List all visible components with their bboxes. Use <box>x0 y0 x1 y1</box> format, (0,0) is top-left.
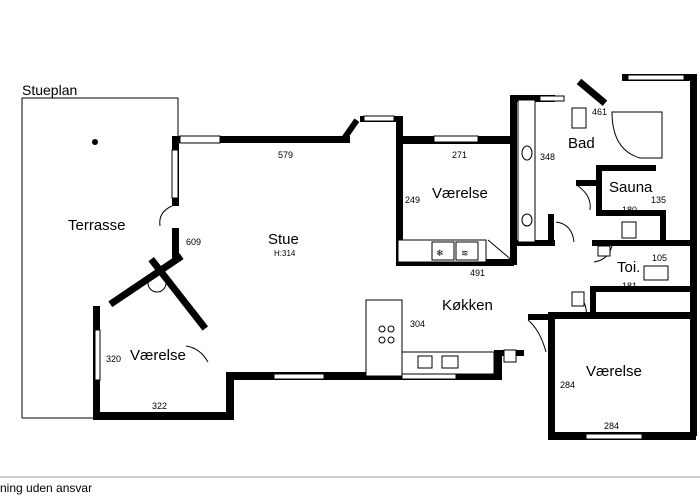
window-stue-left <box>171 149 179 199</box>
dim-135: 135 <box>651 195 666 205</box>
room-label-vaerelse-left: Værelse <box>130 347 186 364</box>
door-bath <box>555 221 575 243</box>
window-bath-corner <box>627 74 685 81</box>
doors <box>159 185 613 363</box>
door-left-room <box>185 345 209 363</box>
footer-disclaimer: ning uden ansvar <box>0 481 92 495</box>
kitchen-upper-counter <box>397 239 487 263</box>
room-height: H:314 <box>274 249 296 258</box>
bath-cabinet <box>517 99 536 243</box>
dim-491: 491 <box>470 268 485 278</box>
window-right-bottom <box>585 433 643 440</box>
dim-284-side: 284 <box>560 380 575 390</box>
room-label-sauna: Sauna <box>609 179 653 196</box>
room-label-vaerelse-top: Værelse <box>432 185 488 202</box>
dim-322: 322 <box>152 401 167 411</box>
room-label-toilet: Toi. <box>617 259 640 276</box>
walls <box>93 74 697 440</box>
dim-348: 348 <box>540 152 555 162</box>
room-label-vaerelse-right: Værelse <box>586 363 642 380</box>
door-toilet <box>593 245 613 263</box>
bath-toilet-icon <box>571 107 587 129</box>
room-label-stue: Stue <box>268 231 299 248</box>
window-bottom-1 <box>273 373 325 380</box>
door-right-room <box>527 319 547 353</box>
wave-icon: ≋ <box>461 248 469 258</box>
corner-bathtub <box>611 111 663 159</box>
dim-181: 181 <box>622 281 637 291</box>
window-left-room <box>94 329 101 381</box>
dim-609: 609 <box>186 237 201 247</box>
kitchen-counter <box>401 351 495 375</box>
washer-icon <box>431 241 455 261</box>
drain-icon <box>521 213 533 227</box>
terrace-marker-dot <box>92 139 98 145</box>
dim-271: 271 <box>452 150 467 160</box>
terrace-outline <box>21 97 179 419</box>
sink-icon <box>147 273 167 293</box>
dim-461: 461 <box>592 107 607 117</box>
dim-180: 180 <box>622 205 637 215</box>
room-label-bad: Bad <box>568 135 595 152</box>
door-vaerelse-top <box>487 239 515 263</box>
plan-title: Stueplan <box>22 82 77 98</box>
dim-105: 105 <box>652 253 667 263</box>
window-bath <box>539 95 565 102</box>
window-vaerelse-top <box>433 135 479 143</box>
windows <box>94 74 685 440</box>
window-bottom-2 <box>401 373 457 380</box>
toilet-icon <box>643 265 669 281</box>
snowflake-icon: ❄ <box>436 248 444 258</box>
dim-304: 304 <box>410 319 425 329</box>
fixtures: ❄ ≋ <box>147 99 669 377</box>
room-label-terrasse: Terrasse <box>68 217 126 234</box>
room-label-kokken: Køkken <box>442 297 493 314</box>
window-stue-top <box>179 135 221 144</box>
door-sauna <box>577 185 591 211</box>
toilet-sink-icon <box>621 221 637 239</box>
dim-579: 579 <box>278 150 293 160</box>
window-bay <box>363 115 395 122</box>
dim-320: 320 <box>106 354 121 364</box>
door-terrace <box>159 205 173 227</box>
dryer-icon <box>455 241 479 261</box>
dim-284-bottom: 284 <box>604 421 619 431</box>
bath-sink-icon <box>521 145 533 161</box>
dim-249: 249 <box>405 195 420 205</box>
stairs-arrow-icon <box>571 291 585 307</box>
